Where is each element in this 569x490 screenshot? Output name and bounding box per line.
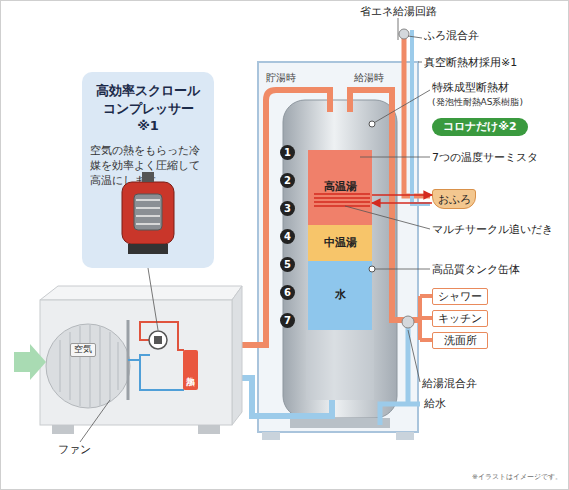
node-text: 6 [284,286,291,300]
tank-cylinder [283,100,397,418]
highlight-badge: コロナだけ※2 [432,118,528,136]
part-label: 貯湯時 [266,72,296,84]
leader-line [398,18,399,40]
reheat-flow-arrow [372,202,432,204]
callout-body: 空気の熱をもらった冷媒を効率よく圧縮して高温にします。 [90,143,206,189]
fixture-box: シャワー [432,288,488,305]
leader-line [372,90,430,124]
thermistor-number: 5 [280,257,295,272]
thermistor-number: 3 [280,201,295,216]
fixture-box: 洗面所 [432,332,488,349]
heat-pump-side [232,286,242,425]
node-text: 2 [284,174,291,188]
bath-pipe [404,30,430,196]
heat-pump-unit [40,300,232,425]
hot-water-layer: 高温湯 [308,150,372,225]
node-text: 3 [284,202,291,216]
leader-line [408,36,422,38]
valve-symbol [402,316,414,328]
thermistor-number: 1 [280,145,295,160]
node-text: キッチン [438,311,482,325]
thermistor-number: 2 [280,173,295,188]
leader-line [372,269,430,270]
bathtub: おふろ [432,189,476,209]
callout-box: 高効率スクロールコンプレッサー※1 空気の熱をもらった冷媒を効率よく圧縮して高温に… [82,72,214,268]
unit-foot [198,425,220,434]
fan-grille-lines [60,324,118,408]
part-label: 給湯時 [354,72,384,84]
node-text: コロナだけ※2 [443,120,516,135]
valve-symbol [399,29,409,39]
leader-lines [80,18,430,442]
tank-lower [306,330,374,400]
compressor-symbol [149,331,167,349]
node-text: シャワー [438,289,482,303]
fixture-box: キッチン [432,310,488,327]
heat-pump-top [40,286,242,300]
fixture-branch-pipe [420,296,432,340]
air-flow-arrow [14,344,46,380]
tank-base [290,418,390,428]
refrigerant-cold-line [128,359,140,361]
heat-exchanger: 水加熱 [183,350,198,390]
part-label: 真空断熱材採用※1 [424,56,517,69]
leader-line [418,62,422,63]
node-text: 4 [284,230,291,244]
unit-foot [262,432,280,440]
unit-foot [52,425,74,434]
part-label: 7つの温度サーミスタ [432,151,538,164]
leader-line [80,400,110,442]
cold-water-layer: 水 [308,261,372,330]
refrigerant-cold-line [140,355,184,390]
leader-line [148,268,158,330]
refrigerant-hot-line [140,322,184,350]
node-text: 5 [284,258,291,272]
node-text: 空気 [74,344,92,355]
thermistor-number: 7 [280,313,295,328]
compressor-symbol [154,336,162,344]
part-label: ※イラストはイメージです。 [472,473,562,481]
part-label: 省エネ給湯回路 [360,5,437,18]
part-label: ふろ混合弁 [424,29,479,42]
unit-foot [396,432,414,440]
node-text: 7 [284,314,291,328]
node-text: 水 [335,288,346,303]
leader-line [408,330,420,382]
part-label: 給水 [424,397,446,410]
node-text: 中温湯 [324,236,357,251]
part-label: 給湯混合弁 [422,377,477,390]
warm-water-layer: 中温湯 [308,225,372,261]
node-text: 高温湯 [324,180,357,195]
part-label: ファン [58,443,91,456]
part-label: 高品質タンク缶体 [432,263,520,276]
thermistor-number: 6 [280,285,295,300]
air-label-box: 空気 [70,343,96,357]
part-label: マルチサークル追いだき [432,223,553,236]
part-label: (発泡性耐熱AS系樹脂) [432,97,523,108]
node-text: 1 [284,146,291,160]
reheat-flow-arrow [372,194,432,196]
node-text: 洗面所 [444,333,477,347]
callout-title: 高効率スクロールコンプレッサー※1 [94,82,202,135]
supply-water-pipe [380,326,420,425]
part-label: 特殊成型断熱材 [432,81,509,94]
node-text: おふろ [438,192,471,206]
thermistor-number: 4 [280,229,295,244]
fan-grille [46,324,130,408]
leader-dot [369,121,375,127]
